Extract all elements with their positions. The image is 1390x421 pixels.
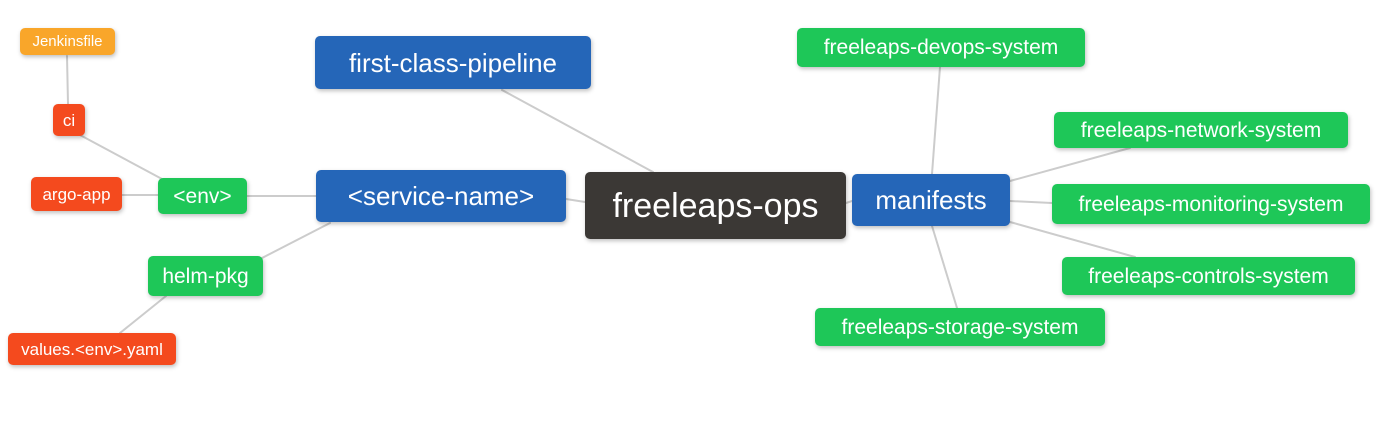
node-helm-pkg[interactable]: helm-pkg [148, 256, 263, 296]
node-freeleaps-controls-system[interactable]: freeleaps-controls-system [1062, 257, 1355, 295]
edge-service-name-helm-pkg [261, 222, 331, 259]
edge-jenkinsfile-ci [66, 55, 69, 105]
node-ci[interactable]: ci [53, 104, 85, 136]
edge-manifests-freeleaps-controls-system [1009, 221, 1136, 258]
edge-manifests-freeleaps-monitoring-system [1009, 200, 1053, 204]
node-argo-app[interactable]: argo-app [31, 177, 122, 211]
edge-manifests-freeleaps-storage-system [931, 225, 958, 309]
node-first-class-pipeline[interactable]: first-class-pipeline [315, 36, 591, 89]
node-freeleaps-devops-system[interactable]: freeleaps-devops-system [797, 28, 1085, 67]
node-env[interactable]: <env> [158, 178, 247, 214]
edge-manifests-freeleaps-network-system [1009, 147, 1131, 182]
edge-helm-pkg-values-env-yaml [119, 295, 167, 334]
node-freeleaps-monitoring-system[interactable]: freeleaps-monitoring-system [1052, 184, 1370, 224]
edge-first-class-pipeline-freeleaps-ops [501, 89, 654, 173]
edge-manifests-freeleaps-devops-system [931, 66, 941, 175]
node-freeleaps-network-system[interactable]: freeleaps-network-system [1054, 112, 1348, 148]
node-freeleaps-storage-system[interactable]: freeleaps-storage-system [815, 308, 1105, 346]
node-manifests[interactable]: manifests [852, 174, 1010, 226]
node-jenkinsfile[interactable]: Jenkinsfile [20, 28, 115, 55]
edge-service-name-freeleaps-ops [565, 198, 586, 203]
node-service-name[interactable]: <service-name> [316, 170, 566, 222]
edge-ci-env [79, 134, 163, 180]
node-freeleaps-ops[interactable]: freeleaps-ops [585, 172, 846, 239]
node-values-env-yaml[interactable]: values.<env>.yaml [8, 333, 176, 365]
